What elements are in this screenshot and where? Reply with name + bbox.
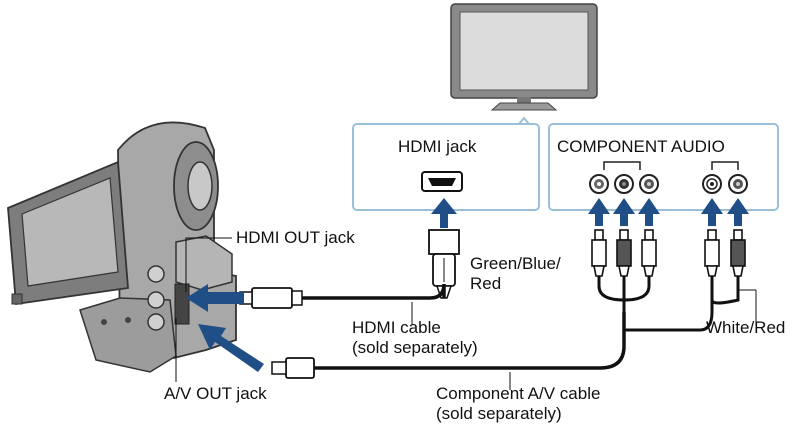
video-plug-colors-line2: Red — [470, 274, 502, 293]
component-cable-label-line1: Component A/V cable — [436, 384, 601, 403]
label-leaders — [175, 237, 232, 382]
hdmi-out-jack-label: HDMI OUT jack — [236, 228, 355, 247]
upward-arrows — [431, 198, 749, 228]
tv-illustration — [450, 3, 598, 111]
video-plug-colors-line1: Green/Blue/ — [470, 254, 561, 273]
audio-plug-colors-label: White/Red — [706, 318, 786, 337]
camera-illustration — [7, 121, 237, 373]
component-audio-label: COMPONENT AUDIO — [557, 137, 725, 156]
hdmi-jack-label: HDMI jack — [398, 137, 477, 156]
rca-jacks — [589, 174, 748, 194]
hdmi-cable-label-line1: HDMI cable — [352, 318, 441, 337]
component-cable-label-line2: (sold separately) — [436, 404, 562, 423]
component-av-cable — [271, 276, 757, 390]
hdmi-jack-icon — [421, 171, 463, 192]
hdmi-plug-tv — [428, 229, 460, 299]
tv-input-panels — [352, 116, 779, 211]
camera-arrows — [186, 284, 264, 372]
video-plug-colors-label: Green/Blue/ Red — [470, 254, 561, 294]
av-out-jack-label: A/V OUT jack — [164, 384, 267, 403]
hdmi-cable-label-line2: (sold separately) — [352, 338, 478, 357]
hdmi-cable-label: HDMI cable (sold separately) — [352, 318, 478, 358]
rca-plugs — [591, 229, 746, 277]
hdmi-cable — [239, 283, 446, 324]
component-cable-label: Component A/V cable (sold separately) — [436, 384, 600, 424]
